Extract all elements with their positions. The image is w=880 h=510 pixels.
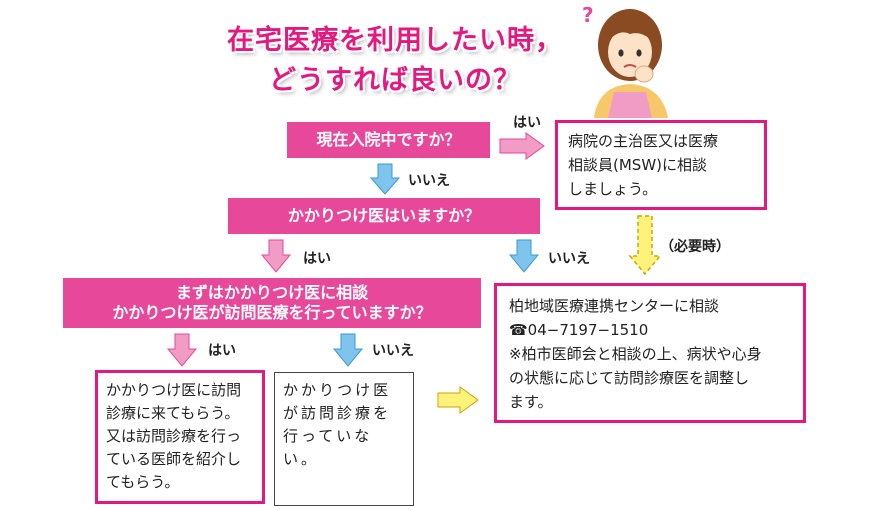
box-visit-no-line-1: かかりつけ医: [283, 381, 392, 399]
arrow-right-yes-q1: [499, 132, 545, 160]
question-mark-icon: ?: [582, 3, 594, 27]
question-home-visit-line-2: かかりつけ医が訪問医療を行っていますか？: [112, 303, 432, 322]
box-hospital-line-2: 相談員(MSW)に相談: [568, 156, 707, 174]
box-center-line-1: 柏地域医療連携センターに相談: [509, 297, 720, 315]
box-visit-no-line-2: が訪問診療を: [283, 404, 392, 422]
arrow-down-no-q3: [332, 333, 364, 367]
title-line-2: どうすれば良いの？: [269, 65, 521, 96]
box-hospital-consult: 病院の主治医又は医療 相談員(MSW)に相談 しましょう。: [555, 120, 767, 210]
question-home-visit-line-1: まずはかかりつけ医に相談: [175, 283, 369, 302]
box-visit-yes-line-3: 又は訪問診療を行っ: [106, 427, 242, 445]
arrow-down-no-q1: [369, 163, 401, 195]
box-visit-yes-line-4: ている医師を紹介し: [106, 450, 242, 468]
box-visit-no: かかりつけ医 が訪問診療を 行っていない。: [274, 372, 414, 506]
box-kashiwa-center: 柏地域医療連携センターに相談 ☎04−7197−1510 ※柏市医師会と相談の上…: [494, 283, 806, 423]
title-line-1: 在宅医療を利用したい時，: [227, 25, 563, 56]
box-center-line-5: ます。: [509, 393, 553, 411]
box-visit-yes-line-5: てもらう。: [106, 473, 180, 491]
label-no-q3: いいえ: [372, 343, 414, 359]
box-visit-yes-line-1: かかりつけ医に訪問: [106, 381, 242, 399]
box-visit-yes-line-2: 診療に来てもらう。: [106, 404, 240, 422]
label-yes-q2: はい: [303, 251, 331, 267]
thinking-woman-icon: ?: [582, 3, 668, 118]
box-hospital-line-1: 病院の主治医又は医療: [568, 132, 719, 150]
arrow-down-if-needed: [628, 215, 662, 276]
label-yes-q3: はい: [208, 343, 236, 359]
box-center-line-4: の状態に応じて訪問診療医を調整し: [509, 369, 750, 387]
arrow-right-to-center: [437, 386, 479, 414]
box-hospital-line-3: しましょう。: [568, 180, 658, 198]
arrow-down-no-q2: [508, 239, 540, 273]
box-center-phone: ☎04−7197−1510: [509, 321, 649, 339]
box-visit-no-line-3: 行っていない。: [283, 427, 373, 468]
arrow-down-yes-q2: [260, 239, 292, 273]
arrow-down-yes-q3: [166, 333, 198, 367]
question-family-doctor: かかりつけ医はいますか？: [228, 198, 540, 234]
label-if-needed: （必要時）: [660, 239, 730, 255]
question-hospitalized: 現在入院中ですか？: [287, 122, 490, 158]
box-center-line-3: ※柏市医師会と相談の上、病状や心身: [509, 345, 762, 363]
label-yes-q1: はい: [513, 115, 541, 131]
question-home-visit: まずはかかりつけ医に相談 かかりつけ医が訪問医療を行っていますか？: [63, 278, 481, 328]
label-no-q2: いいえ: [548, 251, 590, 267]
label-no-q1: いいえ: [408, 173, 450, 189]
box-visit-yes: かかりつけ医に訪問 診療に来てもらう。 又は訪問診療を行っ ている医師を紹介し …: [95, 370, 265, 504]
